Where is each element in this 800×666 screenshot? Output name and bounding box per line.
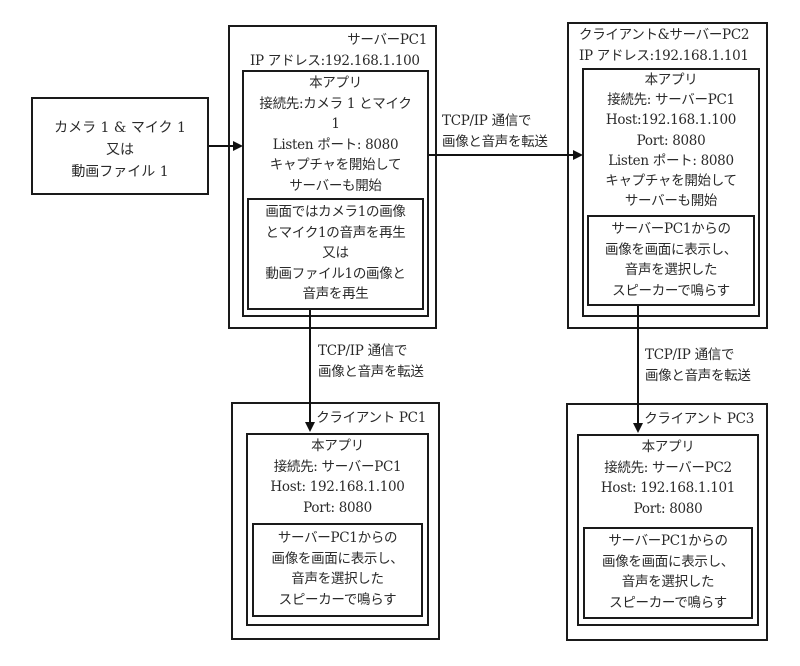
app-line: Listen ポート: 8080 — [272, 136, 399, 153]
label-line: 画像と音声を転送 — [442, 134, 548, 150]
pc2-playback-text: サーバーPC1からの 画像を画面に表示し、 音声を選択した スピーカーで鳴らす — [589, 219, 753, 301]
server-pc1-playback-text: 画面ではカメラ1の画像 とマイク1の音声を再生 又は 動画ファイル1の画像と 音… — [249, 202, 422, 305]
server-pc1-playback-box: 画面ではカメラ1の画像 とマイク1の音声を再生 又は 動画ファイル1の画像と 音… — [247, 198, 424, 310]
playback-line: サーバーPC1からの — [611, 221, 731, 237]
source-box: カメラ 1 & マイク 1 又は 動画ファイル 1 — [31, 97, 209, 195]
client-pc3-app-text: 本アプリ 接続先: サーバーPC2 Host: 192.168.1.101 Po… — [579, 437, 757, 519]
app-line: Host: 192.168.1.101 — [600, 480, 736, 496]
client-pc3-title: クライアント PC3 — [644, 411, 754, 427]
pc2-playback-box: サーバーPC1からの 画像を画面に表示し、 音声を選択した スピーカーで鳴らす — [587, 215, 755, 306]
pc1-to-pc2-label: TCP/IP 通信で 画像と音声を転送 — [442, 111, 548, 153]
server-pc1-title: サーバーPC1 — [347, 32, 427, 48]
app-line: Port: 8080 — [303, 499, 372, 516]
playback-line: 画面ではカメラ1の画像 — [265, 204, 406, 220]
source-line: 又は — [106, 142, 134, 158]
app-line: 1 — [331, 116, 340, 132]
playback-line: 画像を画面に表示し、 — [271, 550, 404, 567]
playback-line: サーバーPC1からの — [608, 533, 728, 549]
app-line: 接続先: サーバーPC1 — [273, 458, 402, 475]
app-line: サーバーも開始 — [624, 193, 718, 210]
app-line: Listen ポート: 8080 — [608, 152, 734, 169]
playback-line: 画像を画面に表示し、 — [605, 241, 737, 258]
app-line: 本アプリ — [311, 438, 364, 454]
arrowhead-icon — [573, 150, 583, 160]
arrowhead-icon — [233, 141, 243, 151]
playback-line: スピーカーで鳴らす — [609, 594, 727, 611]
app-line: Host: 192.168.1.100 — [270, 479, 405, 495]
app-line: Host:192.168.1.100 — [605, 112, 737, 129]
playback-line: スピーカーで鳴らす — [612, 282, 730, 299]
app-line: 本アプリ — [309, 75, 362, 91]
source-line: カメラ 1 & マイク 1 — [54, 120, 186, 136]
playback-line: 又は — [322, 245, 349, 261]
app-line: サーバーも開始 — [289, 177, 382, 194]
playback-line: 動画ファイル1の画像と — [265, 265, 406, 282]
pc2-to-client3-label: TCP/IP 通信で 画像と音声を転送 — [645, 345, 751, 387]
playback-line: 音声を選択した — [291, 571, 384, 587]
pc2-title: クライアント&サーバーPC2 — [579, 27, 750, 43]
pc1-to-client1-label: TCP/IP 通信で 画像と音声を転送 — [318, 341, 424, 383]
playback-line: 音声を選択した — [624, 262, 718, 278]
app-line: 接続先: サーバーPC2 — [604, 459, 732, 476]
client-pc3-playback-box: サーバーPC1からの 画像を画面に表示し、 音声を選択した スピーカーで鳴らす — [583, 527, 753, 619]
label-line: TCP/IP 通信で — [318, 343, 408, 359]
playback-line: 音声を選択した — [621, 574, 715, 590]
app-line: 接続先:カメラ 1 とマイク — [259, 95, 412, 112]
label-line: TCP/IP 通信で — [442, 113, 532, 129]
client-pc3-playback-text: サーバーPC1からの 画像を画面に表示し、 音声を選択した スピーカーで鳴らす — [585, 531, 751, 613]
arrowhead-icon — [305, 422, 315, 432]
app-line: Port: 8080 — [636, 132, 706, 149]
app-line: 本アプリ — [641, 439, 695, 455]
app-line: キャプチャを開始して — [605, 173, 737, 190]
server-pc1-app-text: 本アプリ 接続先:カメラ 1 とマイク 1 Listen ポート: 8080 キ… — [244, 73, 427, 196]
label-line: TCP/IP 通信で — [645, 347, 735, 363]
server-pc1-ip: IP アドレス:192.168.1.100 — [250, 53, 420, 69]
label-line: 画像と音声を転送 — [645, 368, 751, 384]
source-box-text: カメラ 1 & マイク 1 又は 動画ファイル 1 — [33, 117, 207, 183]
client-pc1-app-text: 本アプリ 接続先: サーバーPC1 Host: 192.168.1.100 Po… — [248, 436, 427, 518]
client-pc1-playback-box: サーバーPC1からの 画像を画面に表示し、 音声を選択した スピーカーで鳴らす — [252, 523, 423, 617]
arrowhead-icon — [633, 423, 643, 433]
client-pc1-title: クライアント PC1 — [316, 410, 426, 426]
app-line: Port: 8080 — [633, 500, 703, 517]
playback-line: とマイク1の音声を再生 — [265, 224, 406, 241]
playback-line: 音声を再生 — [302, 286, 369, 302]
playback-line: サーバーPC1からの — [277, 530, 398, 546]
pc2-app-text: 本アプリ 接続先: サーバーPC1 Host:192.168.1.100 Por… — [584, 70, 758, 211]
source-line: 動画ファイル 1 — [71, 164, 169, 180]
label-line: 画像と音声を転送 — [318, 364, 424, 380]
playback-line: スピーカーで鳴らす — [278, 591, 397, 608]
app-line: 本アプリ — [644, 72, 698, 88]
pc2-ip: IP アドレス:192.168.1.101 — [579, 48, 749, 64]
playback-line: 画像を画面に表示し、 — [602, 553, 734, 570]
app-line: 接続先: サーバーPC1 — [607, 92, 735, 109]
client-pc1-playback-text: サーバーPC1からの 画像を画面に表示し、 音声を選択した スピーカーで鳴らす — [254, 528, 421, 610]
app-line: キャプチャを開始して — [269, 157, 402, 173]
